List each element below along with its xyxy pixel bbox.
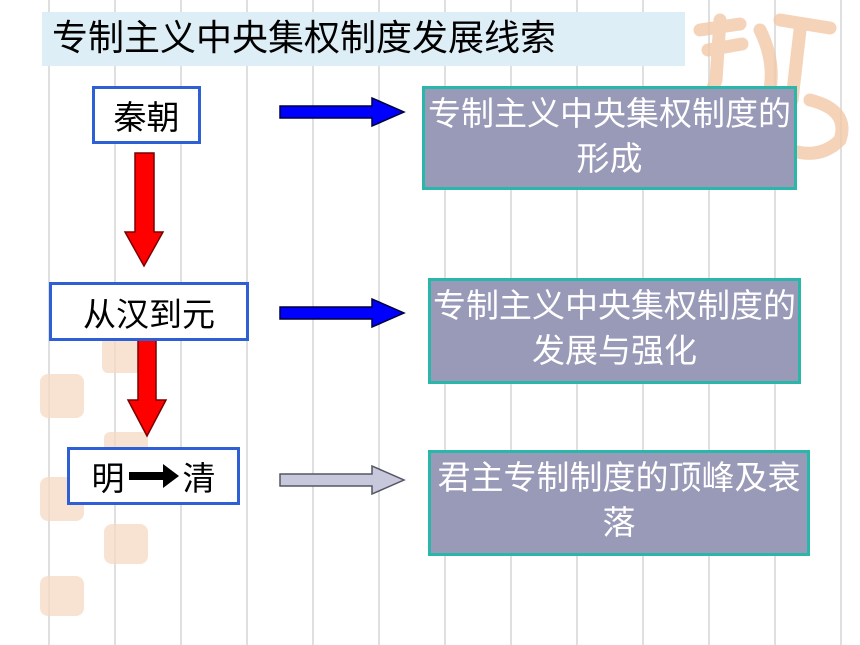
era-box-qin: 秦朝 — [92, 86, 201, 144]
right-arrow — [279, 464, 406, 496]
result-text: 专制主义中央集权制度的发展与强化 — [433, 286, 796, 370]
arrow-right-icon — [128, 464, 179, 488]
era-label: 秦朝 — [113, 98, 180, 137]
result-box-formation: 专制主义中央集权制度的形成 — [422, 86, 797, 190]
result-text: 专制主义中央集权制度的形成 — [428, 94, 791, 178]
right-arrow — [279, 96, 406, 128]
decorative-seal-small — [104, 524, 148, 564]
era-box-han-to-yuan: 从汉到元 — [49, 282, 249, 341]
decorative-seal-small — [40, 576, 84, 616]
result-text: 君主专制制度的顶峰及衰落 — [437, 458, 801, 542]
era-label: 从汉到元 — [83, 294, 215, 334]
title-band — [42, 12, 685, 66]
decorative-seal-small — [102, 337, 148, 373]
era-label-from: 明 — [91, 459, 125, 498]
result-box-development: 专制主义中央集权制度的发展与强化 — [428, 278, 801, 384]
page-title: 专制主义中央集权制度发展线索 — [52, 18, 557, 59]
decorative-seal-small — [40, 374, 84, 418]
result-box-peak-decline: 君主专制制度的顶峰及衰落 — [428, 450, 810, 556]
down-arrow — [126, 339, 168, 438]
era-label-to: 清 — [182, 459, 216, 498]
era-box-ming-qing: 明 清 — [67, 447, 240, 505]
down-arrow — [123, 152, 165, 268]
right-arrow — [279, 297, 406, 329]
